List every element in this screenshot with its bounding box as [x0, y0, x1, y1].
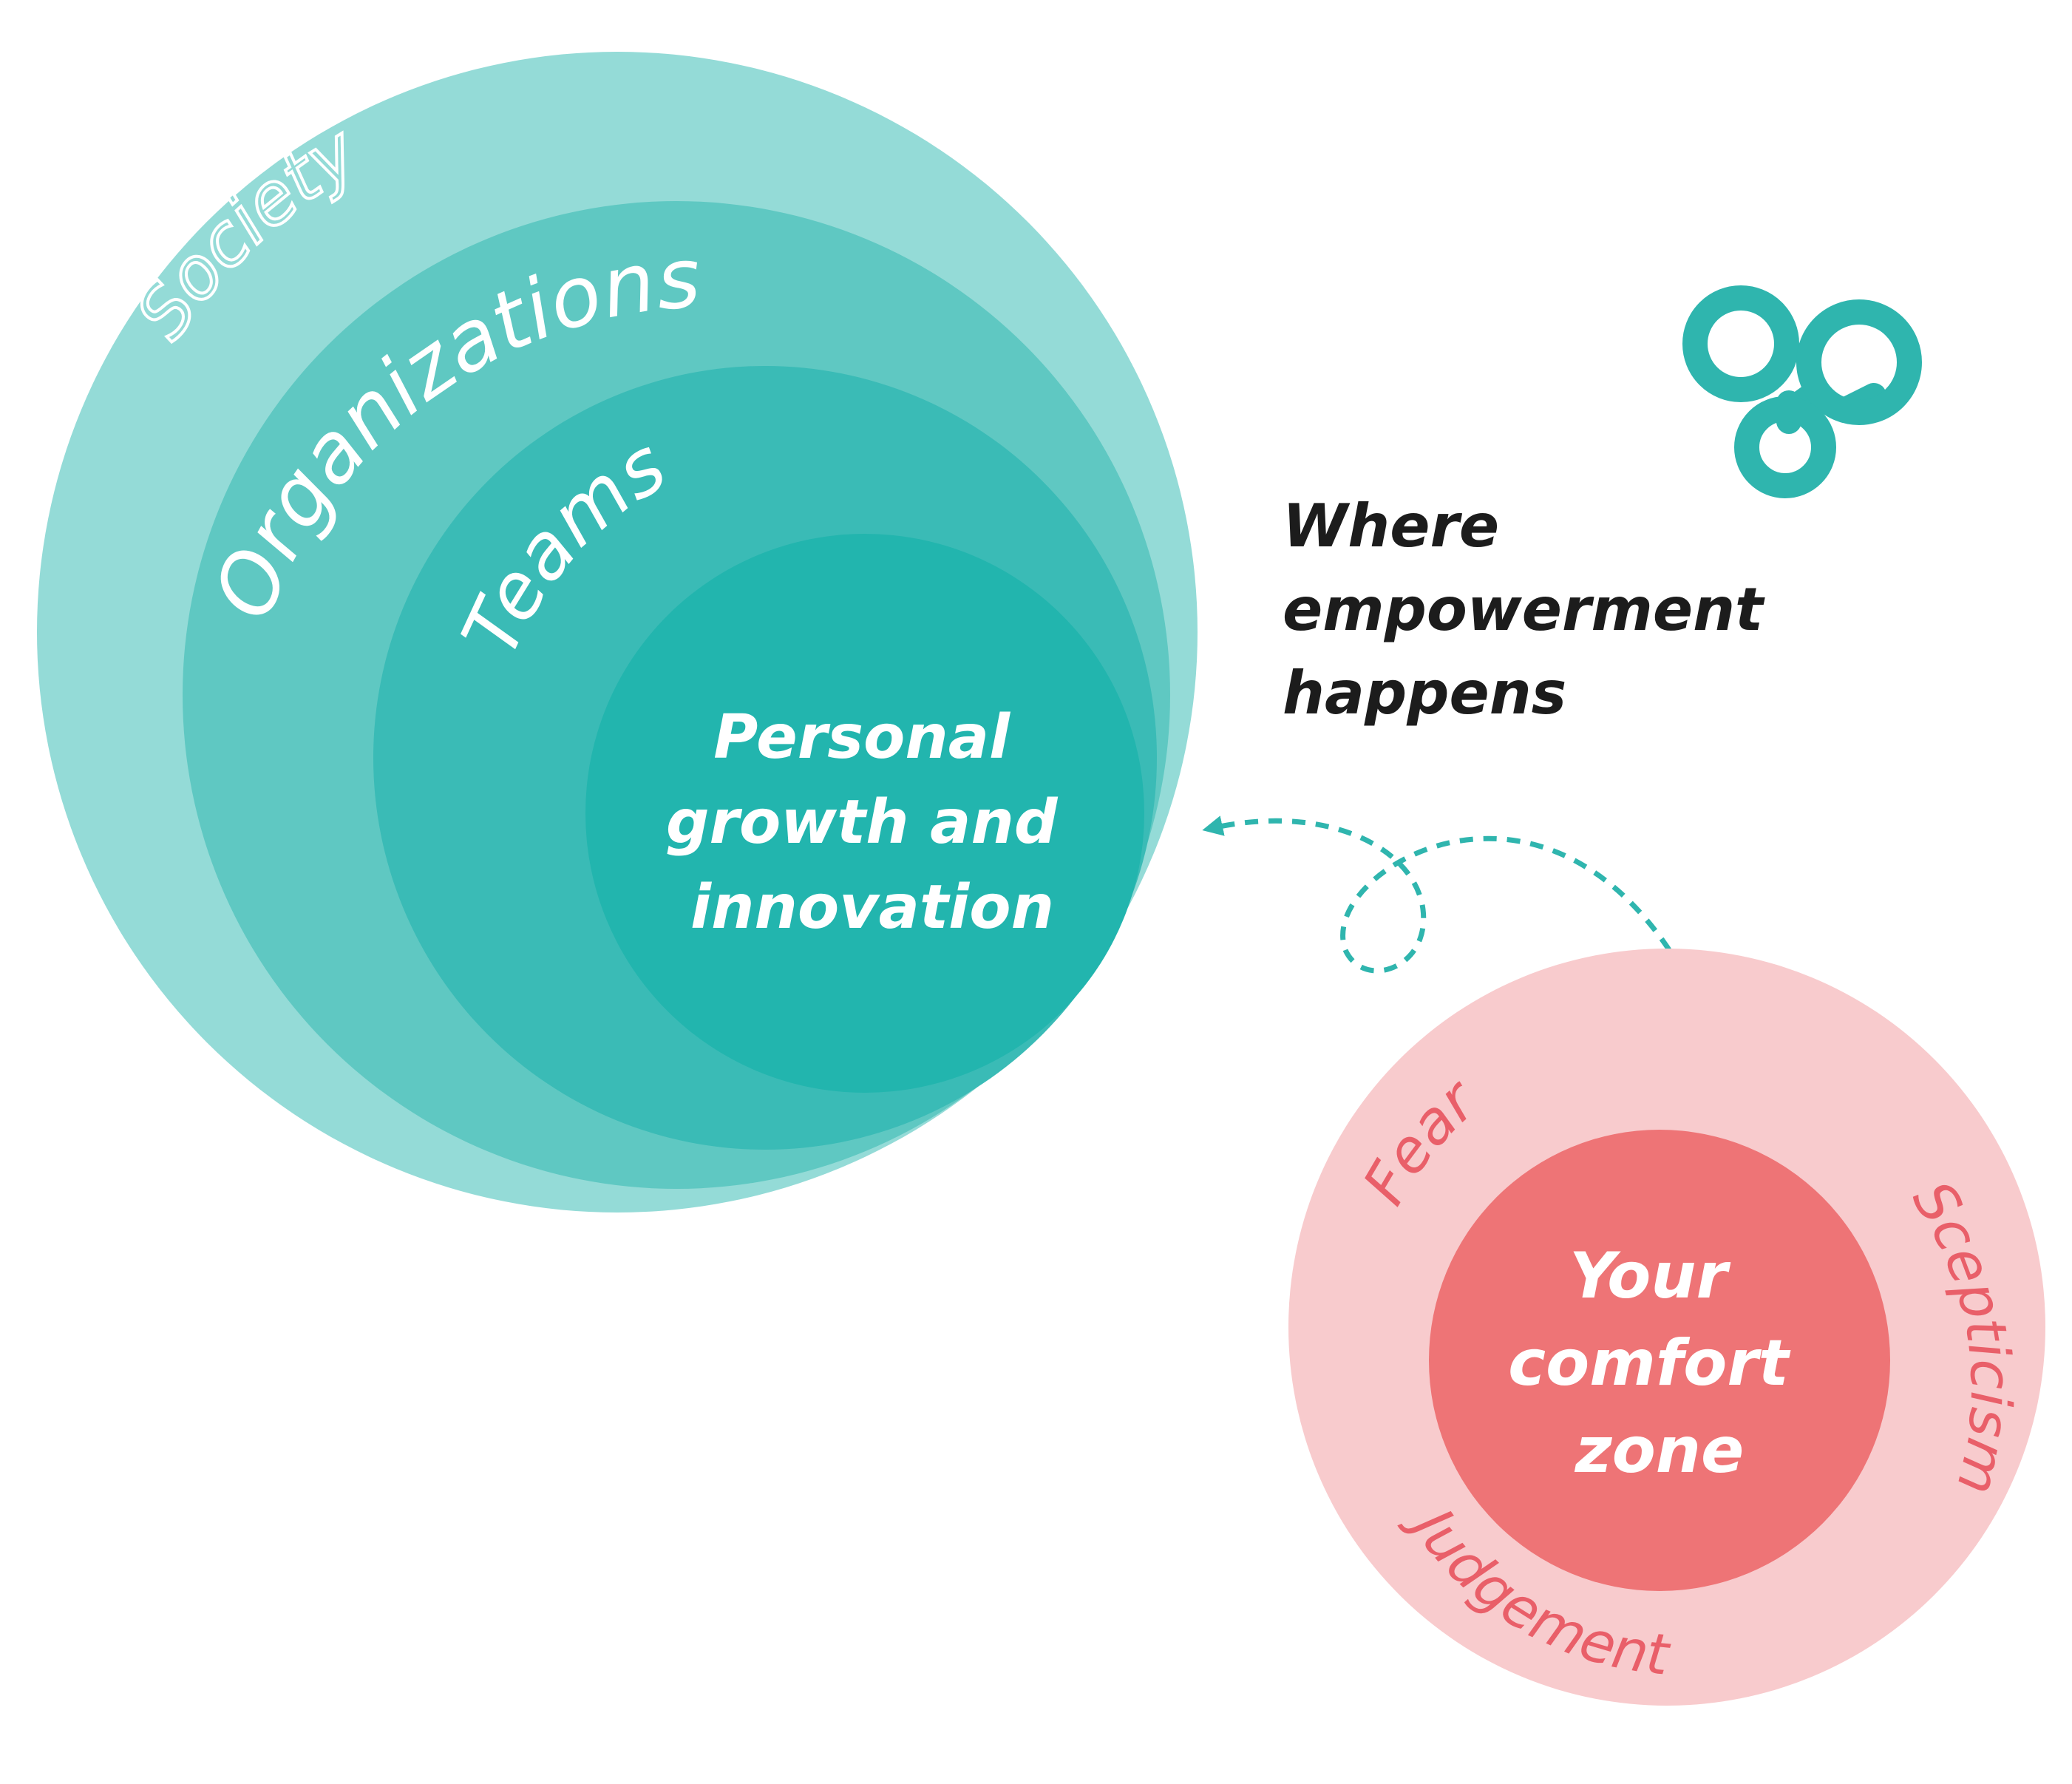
caption-line: Where	[1283, 492, 1500, 560]
caption-line: happens	[1283, 659, 1567, 727]
core-line: Personal	[713, 702, 1011, 773]
molecule-icon	[1682, 285, 1922, 498]
comfort-zone-text: Your comfort zone	[1508, 1239, 1811, 1488]
core-line: innovation	[690, 872, 1054, 943]
comfort-line: zone	[1575, 1414, 1745, 1488]
personal-growth-text: Personal growth and innovation	[666, 702, 1079, 943]
personal-growth-core	[585, 534, 1144, 1093]
empowerment-caption: Where empowerment happens	[1283, 484, 1763, 735]
dashed-loop-arrow	[1202, 815, 1696, 992]
core-line: growth and	[666, 787, 1059, 858]
comfort-zone-core	[1429, 1130, 1890, 1591]
comfort-line: comfort	[1508, 1326, 1791, 1400]
comfort-line: Your	[1569, 1239, 1730, 1313]
caption-line: empowerment	[1283, 575, 1764, 644]
